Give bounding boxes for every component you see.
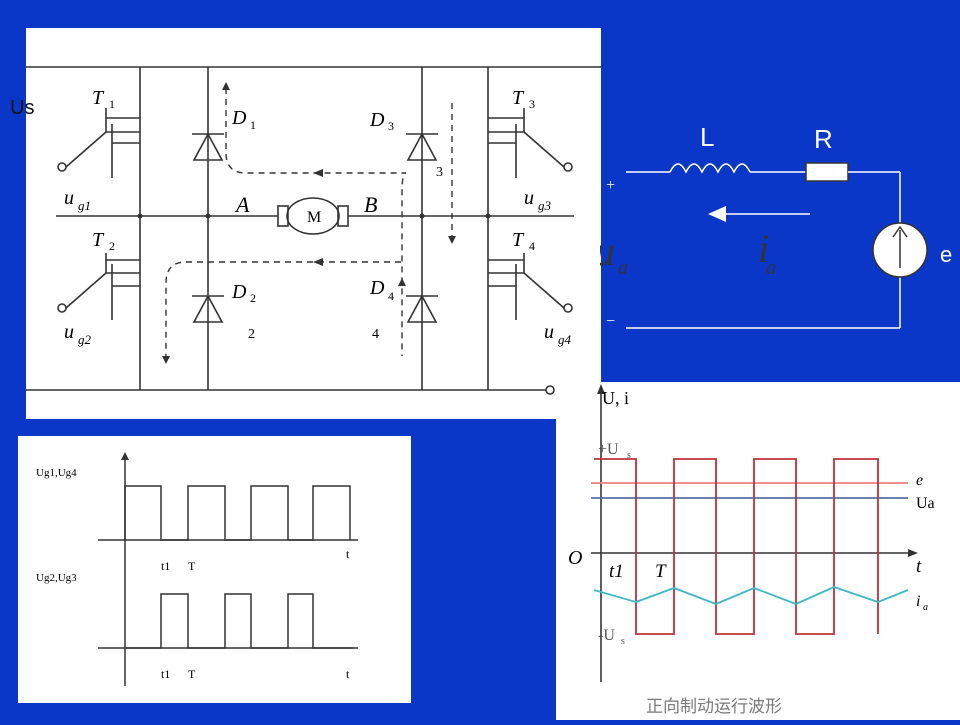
ug14-waveform <box>124 485 351 541</box>
origin-label: O <box>568 547 582 569</box>
svg-text:u: u <box>524 187 534 209</box>
motor-label: M <box>307 209 321 226</box>
axis-t-top: t <box>346 547 350 561</box>
braking-waveform-panel: U, i +U s -U s O t1 T t e Ua i a 正向制动运行波… <box>556 382 960 720</box>
svg-text:g1: g1 <box>78 198 91 213</box>
e-series-label: e <box>916 472 923 489</box>
svg-text:1: 1 <box>250 118 256 132</box>
resistor-symbol <box>805 162 849 182</box>
t1-label: t1 <box>609 561 624 582</box>
svg-text:D: D <box>369 277 385 299</box>
node-a-label: A <box>234 192 250 217</box>
minus-us-label: -U <box>598 627 615 644</box>
gate-label-ug2: u g2 <box>64 321 92 347</box>
equivalent-circuit: L R e + − u a i a <box>600 122 952 330</box>
voltage-waveform <box>594 458 879 635</box>
svg-text:g4: g4 <box>558 332 572 347</box>
gate-label-ug1: u g1 <box>64 187 91 213</box>
svg-text:u: u <box>544 321 554 343</box>
T-label: T <box>655 561 667 582</box>
transistor-t1: T 1 <box>57 87 140 178</box>
resistor-label: R <box>814 124 833 154</box>
transistor-t2: T 2 <box>57 229 140 320</box>
current-path-arrows <box>162 82 456 364</box>
svg-text:s: s <box>621 636 625 647</box>
h-bridge-diagram: M T 1 T 2 T 3 <box>26 66 601 395</box>
gate-label-ug4: u g4 <box>544 321 572 347</box>
ia-waveform <box>593 586 909 605</box>
svg-text:g2: g2 <box>78 332 92 347</box>
emf-arrow-icon <box>892 225 908 238</box>
voltage-symbol: u <box>600 229 615 275</box>
svg-text:D: D <box>231 281 247 303</box>
chart-caption: 正向制动运行波形 <box>646 697 782 716</box>
ug14-label: Ug1,Ug4 <box>36 467 77 479</box>
ua-series-label: Ua <box>916 495 935 512</box>
transistor-t4: T 4 <box>488 229 573 320</box>
t-axis-arrow-icon <box>908 549 918 557</box>
current-arrow-icon <box>708 206 726 222</box>
bottom-terminal <box>545 385 555 395</box>
path-number-4: 4 <box>372 327 379 342</box>
svg-text:u: u <box>64 187 74 209</box>
svg-text:2: 2 <box>109 239 115 253</box>
svg-text:D: D <box>369 109 385 131</box>
motor-symbol: M <box>277 197 349 235</box>
y-axis-arrow-icon <box>597 384 605 394</box>
ug23-waveform <box>125 593 353 649</box>
ia-series-label: i <box>916 593 920 610</box>
diode-d2: D 2 <box>192 281 256 323</box>
svg-text:1: 1 <box>109 97 115 111</box>
svg-text:u: u <box>64 321 74 343</box>
t1-label: T <box>92 87 105 109</box>
emf-label: e <box>940 242 952 267</box>
axis-t-bottom: t <box>346 667 350 681</box>
h-bridge-panel: M T 1 T 2 T 3 <box>26 28 601 419</box>
gate-label-ug3: u g3 <box>524 187 552 213</box>
diode-d4: D 4 <box>369 277 438 323</box>
tick-t1-bottom: t1 <box>161 667 170 681</box>
path-number-2: 2 <box>248 327 255 342</box>
svg-text:3: 3 <box>388 119 394 133</box>
t2-label: T <box>92 229 105 251</box>
gate-waveform-diagram: Ug1,Ug4 Ug2,Ug3 t1 T t t1 T t <box>36 452 358 686</box>
t3-label: T <box>512 87 525 109</box>
svg-text:4: 4 <box>529 239 535 253</box>
us-label: Us <box>10 97 35 119</box>
svg-text:s: s <box>627 450 631 461</box>
gate-waveform-panel: Ug1,Ug4 Ug2,Ug3 t1 T t t1 T t <box>18 436 411 703</box>
svg-text:a: a <box>766 257 776 279</box>
svg-text:D: D <box>231 107 247 129</box>
tick-T-bottom: T <box>188 667 196 681</box>
svg-text:3: 3 <box>529 97 535 111</box>
plus-us-label: +U <box>598 441 619 458</box>
tick-t1-top: t1 <box>161 559 170 573</box>
minus-sign: − <box>606 313 615 330</box>
ug23-label: Ug2,Ug3 <box>36 572 77 584</box>
svg-text:g3: g3 <box>538 198 552 213</box>
inductor-symbol <box>669 163 751 174</box>
tick-T-top: T <box>188 559 196 573</box>
svg-text:a: a <box>618 257 628 279</box>
t4-label: T <box>512 229 525 251</box>
path-number-3: 3 <box>436 165 443 180</box>
diode-d3: D 3 <box>369 109 438 161</box>
braking-waveform-chart: U, i +U s -U s O t1 T t e Ua i a 正向制动运行波… <box>568 384 935 716</box>
svg-text:2: 2 <box>250 291 256 305</box>
inductor-label: L <box>700 122 714 152</box>
svg-text:a: a <box>923 602 928 613</box>
t-axis-label: t <box>916 556 922 577</box>
transistor-t3: T 3 <box>488 87 573 178</box>
diode-d1: D 1 <box>192 107 256 161</box>
plus-sign: + <box>606 177 615 194</box>
node-b-label: B <box>364 192 377 217</box>
svg-text:4: 4 <box>388 289 394 303</box>
y-axis-label: U, i <box>602 388 629 408</box>
current-symbol: i <box>758 226 769 271</box>
